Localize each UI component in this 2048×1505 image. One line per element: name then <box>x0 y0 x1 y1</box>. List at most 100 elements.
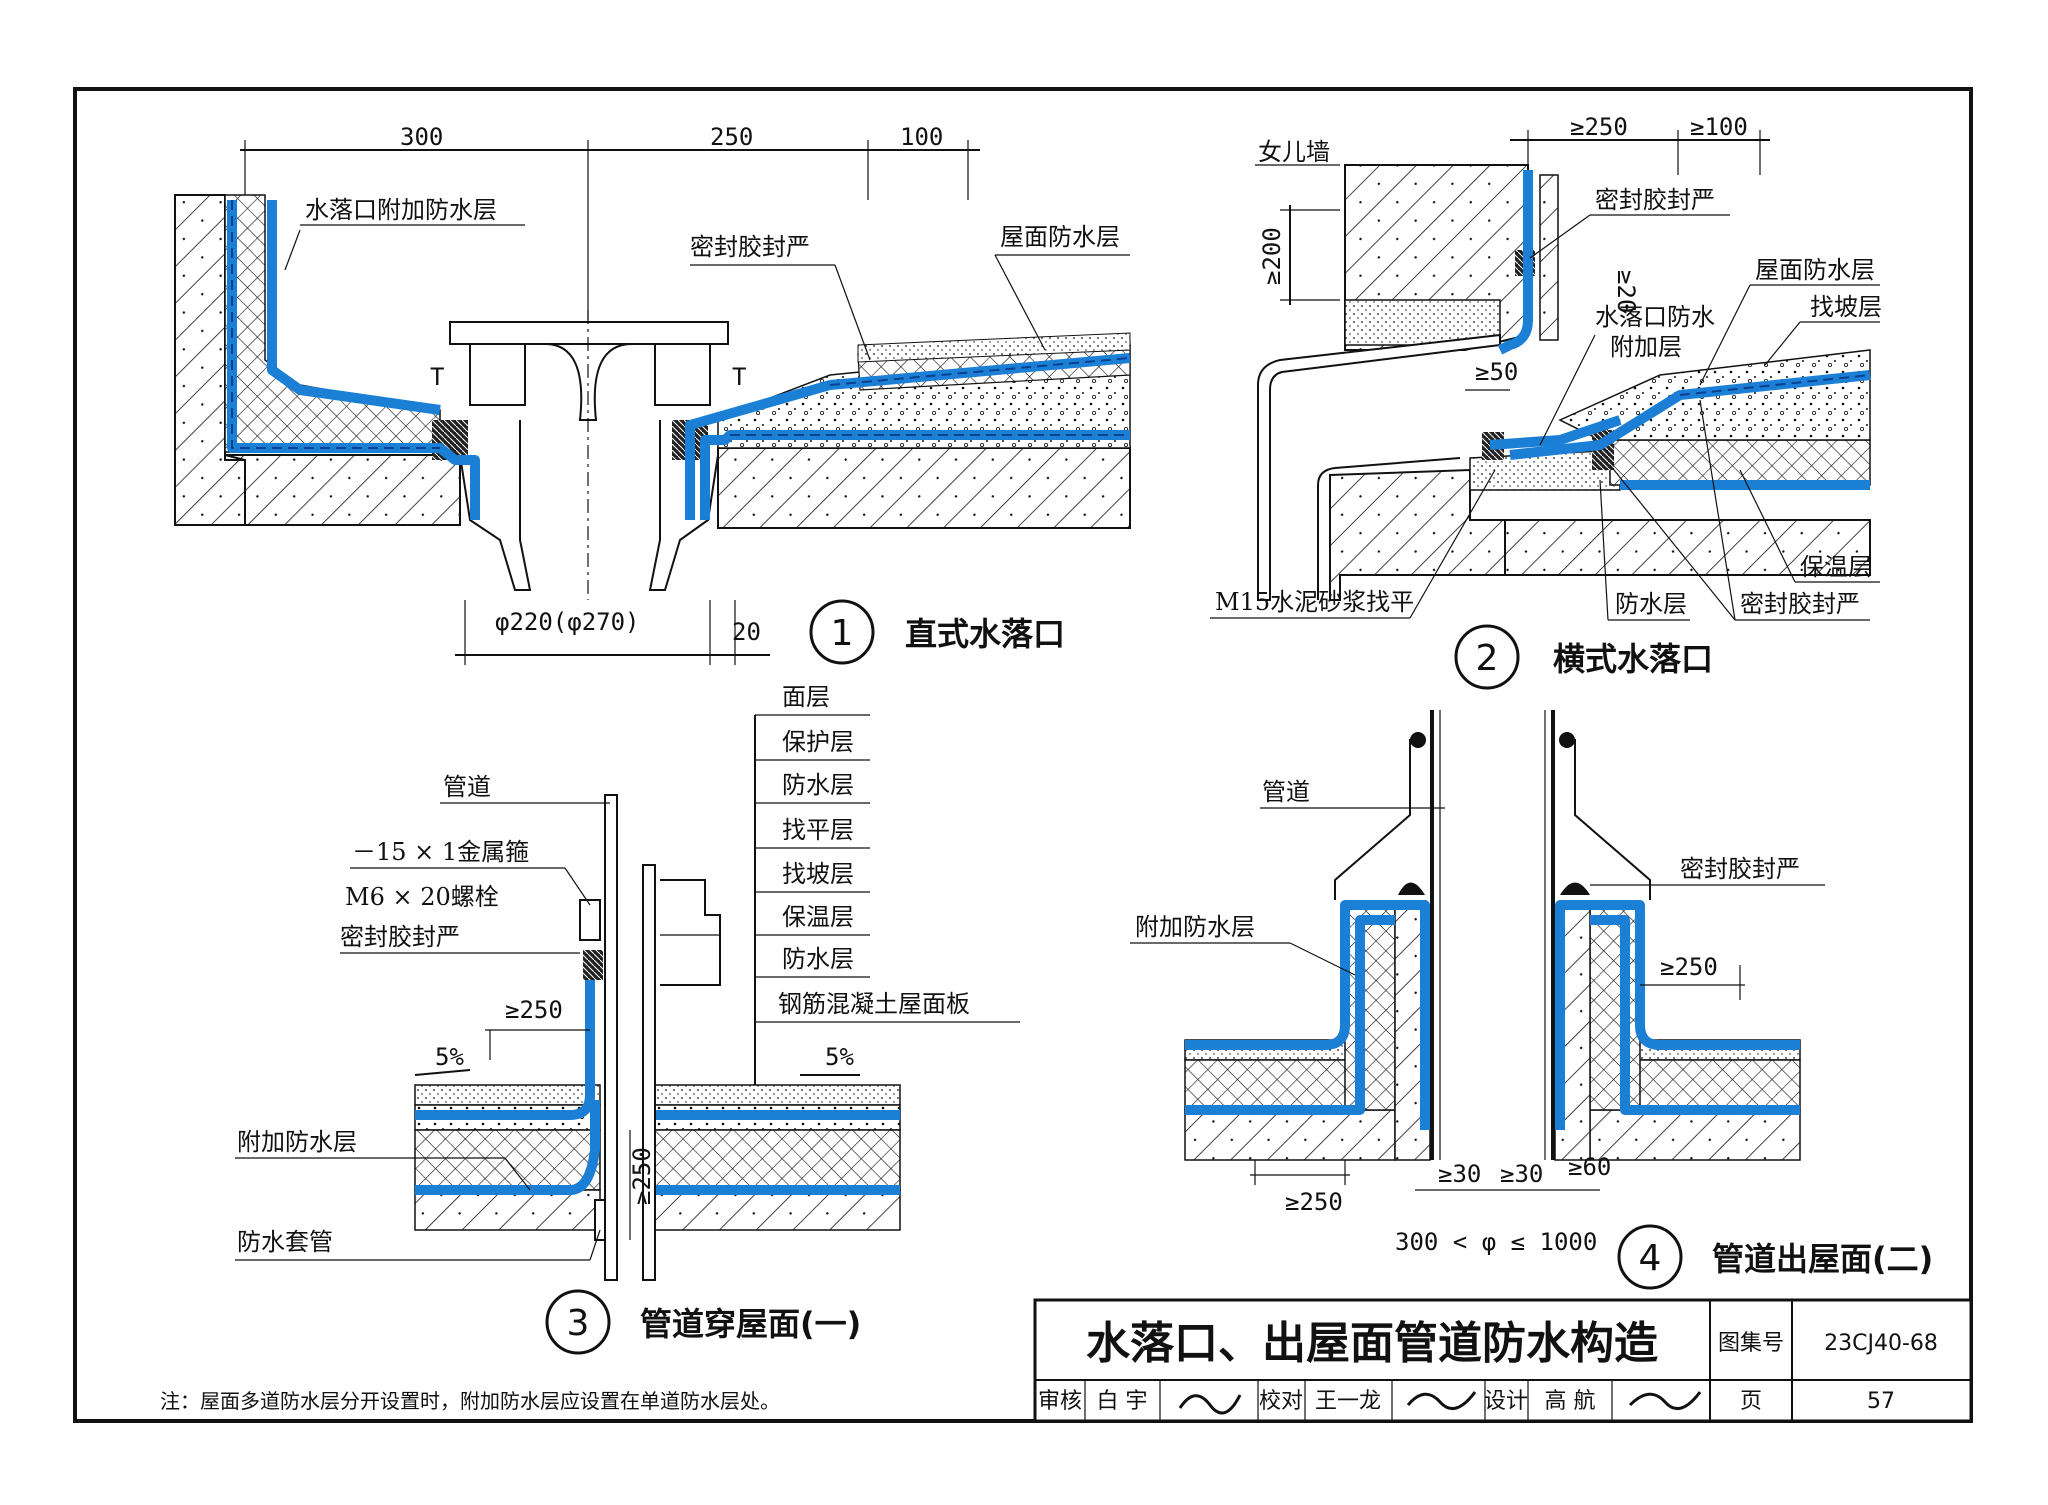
atlas-label: 图集号 <box>1718 1331 1784 1356</box>
review-label: 审核 <box>1038 1389 1082 1414</box>
detail2-label-slope: 找坡层 <box>1810 293 1882 321</box>
detail2-label-mortar: M15水泥砂浆找平 <box>1215 588 1414 616</box>
check-label: 校对 <box>1259 1389 1303 1414</box>
detail1-dim-20: 20 <box>732 618 761 646</box>
detail3-layer-7: 钢筋混凝土屋面板 <box>778 990 970 1018</box>
detail1-dim-100: 100 <box>900 123 943 151</box>
detail2-dim-20: ≥20 <box>1612 270 1640 313</box>
detail2-number: 2 <box>1476 638 1499 679</box>
detail1-label-roof-wp: 屋面防水层 <box>1000 223 1120 251</box>
detail4-label-additional: 附加防水层 <box>1135 913 1255 941</box>
detail3-dim-250-top: ≥250 <box>505 996 563 1024</box>
detail-1-straight-outlet: 300 250 100 T T <box>174 123 1131 665</box>
detail2-label-sealant-top: 密封胶封严 <box>1595 186 1715 214</box>
detail4-dim-250-right: ≥250 <box>1660 953 1718 981</box>
detail4-number: 4 <box>1639 1238 1662 1279</box>
detail4-title: 管道出屋面(二) <box>1712 1240 1933 1278</box>
detail4-label-pipe: 管道 <box>1262 778 1310 806</box>
reviewer-signature <box>1178 1394 1242 1415</box>
detail1-wp-layer-left <box>227 200 480 520</box>
reviewer-name: 白 宇 <box>1097 1389 1148 1414</box>
detail1-protect-layer <box>857 332 1131 363</box>
page-label: 页 <box>1740 1389 1762 1414</box>
detail3-label-additional: 附加防水层 <box>237 1128 357 1156</box>
detail3-dim-250-side: ≥250 <box>628 1147 656 1205</box>
detail2-label-roof-wp: 屋面防水层 <box>1755 256 1875 284</box>
atlas-number: 23CJ40-68 <box>1824 1331 1938 1356</box>
detail2-wp-main <box>1509 370 1871 460</box>
detail3-layer-4: 找坡层 <box>782 860 854 888</box>
footnote: 注：屋面多道防水层分开设置时，附加防水层应设置在单道防水层处。 <box>160 1389 780 1413</box>
detail4-flashing-left <box>1334 739 1422 900</box>
svg-text:T: T <box>430 363 444 391</box>
checker-signature <box>1406 1391 1477 1411</box>
detail4-dim-250-bottom: ≥250 <box>1285 1188 1343 1216</box>
designer-name: 高 航 <box>1545 1389 1596 1414</box>
detail1-dim-diameter: φ220(φ270) <box>495 608 640 636</box>
detail4-wp-right <box>1555 900 1800 1130</box>
detail4-number-circle <box>1617 1224 1683 1290</box>
detail3-slope-right: 5% <box>825 1043 854 1071</box>
detail1-number-circle <box>809 599 875 665</box>
detail1-number: 1 <box>831 613 854 654</box>
detail1-right-slab <box>717 447 1131 529</box>
page-number: 57 <box>1867 1389 1895 1414</box>
detail3-layer-list: 面层 保护层 防水层 找平层 找坡层 保温层 防水层 钢筋混凝土屋面板 <box>755 683 1020 1023</box>
detail1-title: 直式水落口 <box>905 615 1065 653</box>
detail2-title: 横式水落口 <box>1553 640 1713 678</box>
detail3-label-sleeve: 防水套管 <box>237 1228 333 1256</box>
detail1-dim-300: 300 <box>400 123 443 151</box>
detail2-label-outlet-wp-2: 附加层 <box>1610 333 1682 361</box>
detail-2-horizontal-outlet: ≥250 ≥100 ≥200 ≥20 <box>1210 113 1882 690</box>
detail3-label-hoop: －15 × 1金属箍 <box>352 838 529 866</box>
detail1-left-insulation <box>224 194 441 453</box>
designer-signature <box>1628 1391 1702 1411</box>
detail4-dim-30-right: ≥30 <box>1500 1160 1543 1188</box>
detail1-strainer: T T <box>430 310 746 600</box>
detail2-label-outlet-wp-1: 水落口防水 <box>1595 303 1715 331</box>
detail3-number-circle <box>545 1289 611 1355</box>
detail1-additional-wp-left <box>267 200 441 415</box>
detail2-label-parapet: 女儿墙 <box>1258 138 1330 166</box>
detail2-label-sealant-bottom: 密封胶封严 <box>1740 590 1860 618</box>
detail1-left-slab <box>224 454 461 526</box>
detail1-label-sealant: 密封胶封严 <box>690 233 810 261</box>
detail3-layer-0: 面层 <box>782 683 830 711</box>
detail2-slab <box>1504 519 1871 576</box>
title-block-title: 水落口、出屋面管道防水构造 <box>1086 1318 1658 1369</box>
detail3-label-pipe: 管道 <box>443 773 491 801</box>
detail2-dim-250: ≥250 <box>1570 113 1628 141</box>
detail2-label-insulation: 保温层 <box>1800 553 1872 581</box>
title-block: 水落口、出屋面管道防水构造 图集号 23CJ40-68 审核 白 宇 校对 王一… <box>1033 1298 1973 1423</box>
detail4-flashing-right <box>1563 739 1651 900</box>
checker-name: 王一龙 <box>1315 1389 1381 1414</box>
detail-4-pipe-out-of-roof: 管道 密封胶封严 附加防水层 ≥250 ≥250 ≥30 ≥30 ≥60 300… <box>1130 710 1933 1290</box>
detail4-dim-60: ≥60 <box>1568 1153 1611 1181</box>
detail3-label-bolt: M6 × 20螺栓 <box>345 883 499 911</box>
detail4-dim-range: 300 < φ ≤ 1000 <box>1395 1228 1597 1256</box>
detail2-wp-upper <box>1497 170 1533 355</box>
detail3-layer-1: 保护层 <box>782 728 854 756</box>
detail2-insulation <box>1609 439 1871 486</box>
detail3-slope-left: 5% <box>435 1043 464 1071</box>
design-label: 设计 <box>1484 1389 1528 1414</box>
detail3-sleeve <box>594 1199 606 1241</box>
detail-3-pipe-through-roof: 面层 保护层 防水层 找平层 找坡层 保温层 防水层 钢筋混凝土屋面板 <box>235 683 1020 1355</box>
detail3-hoop <box>579 899 601 941</box>
detail1-label-additional: 水落口附加防水层 <box>305 196 497 224</box>
detail3-pipe <box>604 794 618 1281</box>
detail4-wp-left <box>1185 900 1430 1130</box>
detail4-label-sealant: 密封胶封严 <box>1680 855 1800 883</box>
sheet-border <box>73 87 1973 1423</box>
detail3-layer-6: 防水层 <box>782 945 854 973</box>
detail2-label-wp: 防水层 <box>1615 590 1687 618</box>
detail3-wp-left <box>415 960 595 1120</box>
detail4-dim-30-left: ≥30 <box>1438 1160 1481 1188</box>
detail3-title: 管道穿屋面(一) <box>640 1305 861 1343</box>
detail1-dim-250: 250 <box>710 123 753 151</box>
detail3-layer-3: 找平层 <box>782 816 854 844</box>
detail2-number-circle <box>1454 624 1520 690</box>
detail3-label-sealant: 密封胶封严 <box>340 923 460 951</box>
detail2-dim-50: ≥50 <box>1475 358 1518 386</box>
